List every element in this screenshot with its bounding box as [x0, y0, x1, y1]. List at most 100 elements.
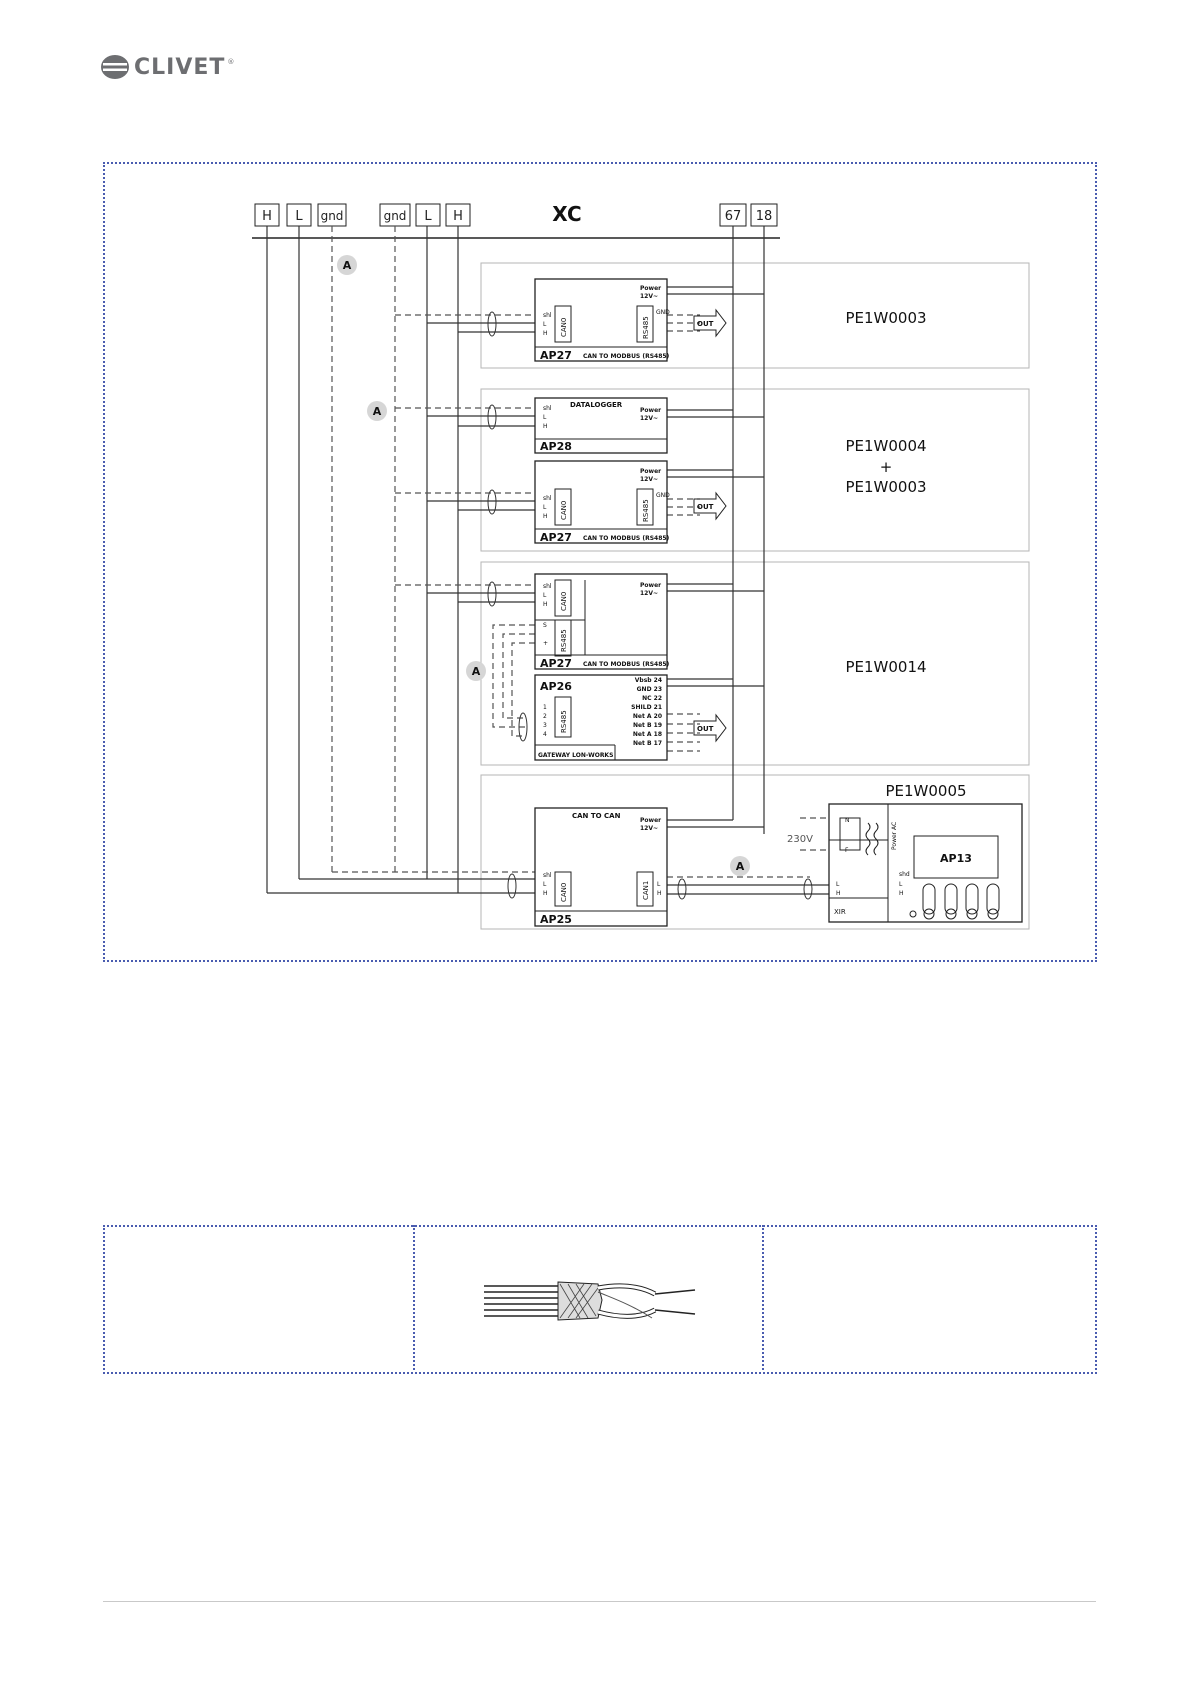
- rs485-tag-4: RS485: [560, 710, 568, 733]
- ap13-name: AP13: [940, 852, 972, 865]
- pin-lon-4: 4: [543, 731, 547, 738]
- pin-12v-2: 12V~: [640, 415, 658, 422]
- ap28-subtitle: DATALOGGER: [570, 401, 623, 409]
- pin-l-4: L: [543, 592, 547, 599]
- out-label-2: OUT: [697, 503, 714, 511]
- pin-can1-h: H: [657, 890, 662, 897]
- terminal-h-mid-label: H: [453, 209, 463, 224]
- pin-l-5: L: [543, 881, 547, 888]
- ap28-name: AP28: [540, 440, 572, 453]
- module-ap27-3: [534, 573, 668, 670]
- pin-shl-3: shl: [543, 495, 552, 502]
- wiring-diagram-frame: [103, 162, 1097, 962]
- pin-lon-r3: NC 22: [642, 695, 662, 702]
- out-label-3: OUT: [697, 725, 714, 733]
- pin-ap13-h-in: H: [836, 890, 841, 897]
- out-arrow-1: [693, 308, 727, 338]
- pin-lon-r8: Net B 17: [633, 740, 662, 747]
- pin-lon-r5: Net A 20: [633, 713, 662, 720]
- can0-tag-1: CAN0: [560, 318, 568, 337]
- ap26-subtitle: GATEWAY LON-WORKS: [538, 752, 613, 759]
- pin-l-1: L: [543, 321, 547, 328]
- terminal-gnd-left-label: gnd: [321, 209, 344, 223]
- clivet-logo: CLIVET ®: [100, 52, 234, 82]
- marker-a-group: A A A A: [337, 255, 750, 876]
- terminal-67-label: 67: [725, 209, 742, 224]
- pin-ap13-h: H: [899, 890, 904, 897]
- pin-lon-r4: SHILD 21: [631, 704, 662, 711]
- group-label-2c: PE1W0003: [845, 478, 926, 496]
- pin-h-3: H: [543, 513, 548, 520]
- pin-plus: +: [543, 640, 548, 647]
- group-label-2a: PE1W0004: [845, 437, 926, 455]
- marker-a-2: A: [373, 405, 382, 418]
- pin-ap13-l-in: L: [836, 881, 840, 888]
- pin-lon-r7: Net A 18: [633, 731, 662, 738]
- group-panel-2: [480, 388, 1030, 552]
- pin-h-2: H: [543, 423, 548, 430]
- cable-frame-divider-1: [413, 1225, 415, 1370]
- pin-ap13-l: L: [899, 881, 903, 888]
- group-panel-4: [480, 774, 1030, 930]
- pin-gnd-3: GND: [656, 492, 670, 499]
- pin-power-3: Power: [640, 468, 661, 475]
- pin-h-1: H: [543, 330, 548, 337]
- pin-shl-2: shl: [543, 405, 552, 412]
- pin-12v-3: 12V~: [640, 476, 658, 483]
- can0-tag-3: CAN0: [560, 592, 568, 611]
- pin-ap13-n: N: [845, 817, 850, 824]
- group-label-3: PE1W0014: [845, 658, 926, 676]
- cable-frame-divider-2: [762, 1225, 764, 1370]
- pin-lon-1: 1: [543, 704, 547, 711]
- pin-ap13-f: F: [845, 847, 849, 854]
- pin-lon-2: 2: [543, 713, 547, 720]
- marker-a-3: A: [472, 665, 481, 678]
- module-ap28: [534, 397, 668, 454]
- group-label-2b: +: [880, 458, 893, 476]
- pin-shl-1: shl: [543, 312, 552, 319]
- marker-a-4: A: [736, 860, 745, 873]
- pin-power-2: Power: [640, 407, 661, 414]
- ap27-2-name: AP27: [540, 531, 572, 544]
- volt-label: 230V: [787, 834, 813, 845]
- out-arrow-3: [693, 713, 727, 743]
- can1-tag: CAN1: [642, 881, 650, 900]
- clivet-logo-mark: [101, 55, 129, 79]
- pin-shl-5: shl: [543, 872, 552, 879]
- ap25-subtitle: CAN TO CAN: [572, 812, 621, 820]
- pin-l-2: L: [543, 414, 547, 421]
- ap27-3-subtitle: CAN TO MODBUS (RS485): [583, 661, 670, 668]
- ap27-1-subtitle: CAN TO MODBUS (RS485): [583, 353, 670, 360]
- out-label-1: OUT: [697, 320, 714, 328]
- marker-a-1: A: [343, 259, 352, 272]
- terminal-h-left-label: H: [262, 209, 272, 224]
- pin-h-5: H: [543, 890, 548, 897]
- ap27-3-name: AP27: [540, 657, 572, 670]
- pin-gnd-1: GND: [656, 309, 670, 316]
- footer-divider: [103, 1601, 1096, 1602]
- brand-name: CLIVET: [134, 54, 226, 80]
- terminal-block-xc: [254, 203, 778, 227]
- rs485-tag-2: RS485: [642, 499, 650, 522]
- out-arrow-2: [693, 491, 727, 521]
- shielded-cable-illustration: [484, 1281, 696, 1321]
- pin-12v-5: 12V~: [640, 825, 658, 832]
- pin-12v-4: 12V~: [640, 590, 658, 597]
- terminal-18-label: 18: [756, 209, 773, 224]
- pin-lon-r2: GND 23: [637, 686, 662, 693]
- xir-label: XIR: [834, 908, 846, 916]
- cable-illustration-frame: [103, 1225, 1097, 1374]
- pin-l-3: L: [543, 504, 547, 511]
- can0-tag-2: CAN0: [560, 501, 568, 520]
- module-ap13-panel: [828, 803, 1023, 923]
- module-ap26: [534, 674, 668, 761]
- group-label-4: PE1W0005: [885, 782, 966, 800]
- rs485-tag-3: RS485: [560, 629, 568, 652]
- terminal-gnd-mid-label: gnd: [384, 209, 407, 223]
- group-label-1: PE1W0003: [845, 309, 926, 327]
- terminal-l-mid: [415, 203, 441, 227]
- power-ac-tag: Power AC: [891, 822, 898, 850]
- terminal-l-mid-label: L: [424, 209, 432, 224]
- pin-power-1: Power: [640, 285, 661, 292]
- terminal-l-left-label: L: [295, 209, 303, 224]
